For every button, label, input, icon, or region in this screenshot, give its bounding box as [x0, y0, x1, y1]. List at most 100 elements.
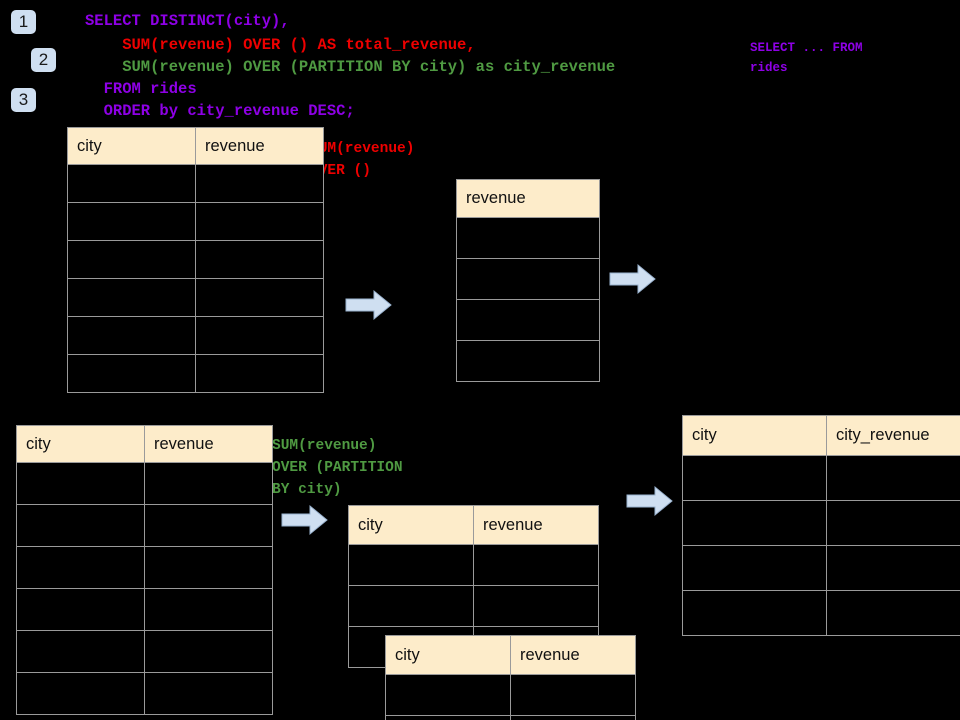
cell-city	[348, 585, 474, 627]
cell-revenue	[144, 588, 273, 631]
cell-city	[682, 500, 827, 546]
cell-revenue	[195, 354, 324, 393]
cell-city	[385, 674, 511, 716]
cell-city	[67, 240, 196, 279]
cell-city-revenue	[826, 455, 960, 501]
column-header-city: city	[67, 127, 196, 165]
cell-revenue	[456, 299, 600, 341]
cell-revenue	[195, 240, 324, 279]
table-row	[348, 585, 599, 627]
cell-revenue	[456, 340, 600, 382]
column-header-revenue: revenue	[144, 425, 273, 463]
rides-source-table-top: city revenue	[67, 127, 324, 393]
cell-revenue	[473, 585, 599, 627]
table-row	[67, 164, 324, 203]
table-row	[682, 590, 960, 636]
table-row	[456, 340, 600, 382]
table-row	[67, 240, 324, 279]
cell-city	[16, 630, 145, 673]
table-header-row: city revenue	[348, 505, 599, 545]
cell-city	[67, 354, 196, 393]
table-row	[16, 462, 273, 505]
arrow-partition-to-result	[626, 485, 673, 517]
step-badge-1: 1	[11, 10, 36, 34]
cell-revenue	[456, 217, 600, 259]
table-row	[385, 715, 636, 720]
table-row	[67, 278, 324, 317]
cell-city	[682, 545, 827, 591]
cell-revenue	[510, 674, 636, 716]
table-row	[16, 672, 273, 715]
step-badge-2: 2	[31, 48, 56, 72]
table-header-row: city revenue	[67, 127, 324, 165]
cell-city	[348, 544, 474, 586]
column-header-city: city	[385, 635, 511, 675]
table-row	[682, 545, 960, 591]
cell-revenue	[144, 504, 273, 547]
cell-city-revenue	[826, 500, 960, 546]
sql-line-select-distinct: SELECT DISTINCT(city),	[85, 12, 290, 30]
column-header-revenue: revenue	[195, 127, 324, 165]
cell-city	[16, 672, 145, 715]
rides-source-table-bottom: city revenue	[16, 425, 273, 715]
snippet-select-from: SELECT ... FROM	[750, 41, 863, 55]
cell-revenue	[456, 258, 600, 300]
cell-revenue	[195, 278, 324, 317]
cell-city	[16, 462, 145, 505]
cell-city	[682, 455, 827, 501]
table-row	[348, 544, 599, 586]
total-revenue-table: revenue	[456, 179, 600, 382]
sql-line-city-revenue: SUM(revenue) OVER (PARTITION BY city) as…	[85, 58, 616, 76]
column-header-revenue: revenue	[456, 179, 600, 218]
table-header-row: city revenue	[16, 425, 273, 463]
column-header-revenue: revenue	[510, 635, 636, 675]
column-header-city-revenue: city_revenue	[826, 415, 960, 456]
table-header-row: city revenue	[385, 635, 636, 675]
arrow-rides-to-partition	[281, 504, 328, 536]
annotation-city-revenue: SUM(revenue) OVER (PARTITION BY city)	[272, 438, 403, 498]
step-badge-3: 3	[11, 88, 36, 112]
cell-city	[16, 504, 145, 547]
cell-revenue	[144, 672, 273, 715]
table-row	[682, 455, 960, 501]
table-row	[16, 588, 273, 631]
cell-revenue	[144, 546, 273, 589]
table-row	[456, 258, 600, 300]
city-revenue-result-table: city city_revenue	[682, 415, 960, 636]
cell-city-revenue	[826, 545, 960, 591]
cell-city	[67, 278, 196, 317]
column-header-city: city	[348, 505, 474, 545]
sql-line-order-by: ORDER by city_revenue DESC;	[85, 102, 355, 120]
table-header-row: city city_revenue	[682, 415, 960, 456]
cell-revenue	[195, 164, 324, 203]
sql-line-total-revenue: SUM(revenue) OVER () AS total_revenue,	[85, 36, 476, 54]
snippet-rides: rides	[750, 61, 788, 75]
annotation-total-revenue: SUM(revenue) OVER ()	[310, 141, 415, 179]
table-row	[16, 546, 273, 589]
cell-city	[16, 546, 145, 589]
cell-revenue	[510, 715, 636, 720]
column-header-city: city	[16, 425, 145, 463]
cell-revenue	[195, 316, 324, 355]
cell-city	[67, 164, 196, 203]
table-row	[16, 630, 273, 673]
arrow-total-revenue-to-result	[609, 263, 656, 295]
cell-revenue	[144, 462, 273, 505]
cell-revenue	[144, 630, 273, 673]
cell-city	[682, 590, 827, 636]
arrow-rides-to-total-revenue	[345, 289, 392, 321]
table-row	[682, 500, 960, 546]
cell-revenue	[473, 544, 599, 586]
table-header-row: revenue	[456, 179, 600, 218]
cell-city-revenue	[826, 590, 960, 636]
column-header-revenue: revenue	[473, 505, 599, 545]
cell-city	[67, 202, 196, 241]
table-row	[67, 354, 324, 393]
cell-revenue	[195, 202, 324, 241]
table-row	[385, 674, 636, 716]
table-row	[67, 316, 324, 355]
table-row	[456, 299, 600, 341]
cell-city	[67, 316, 196, 355]
partition-table-front: city revenue	[385, 635, 636, 720]
